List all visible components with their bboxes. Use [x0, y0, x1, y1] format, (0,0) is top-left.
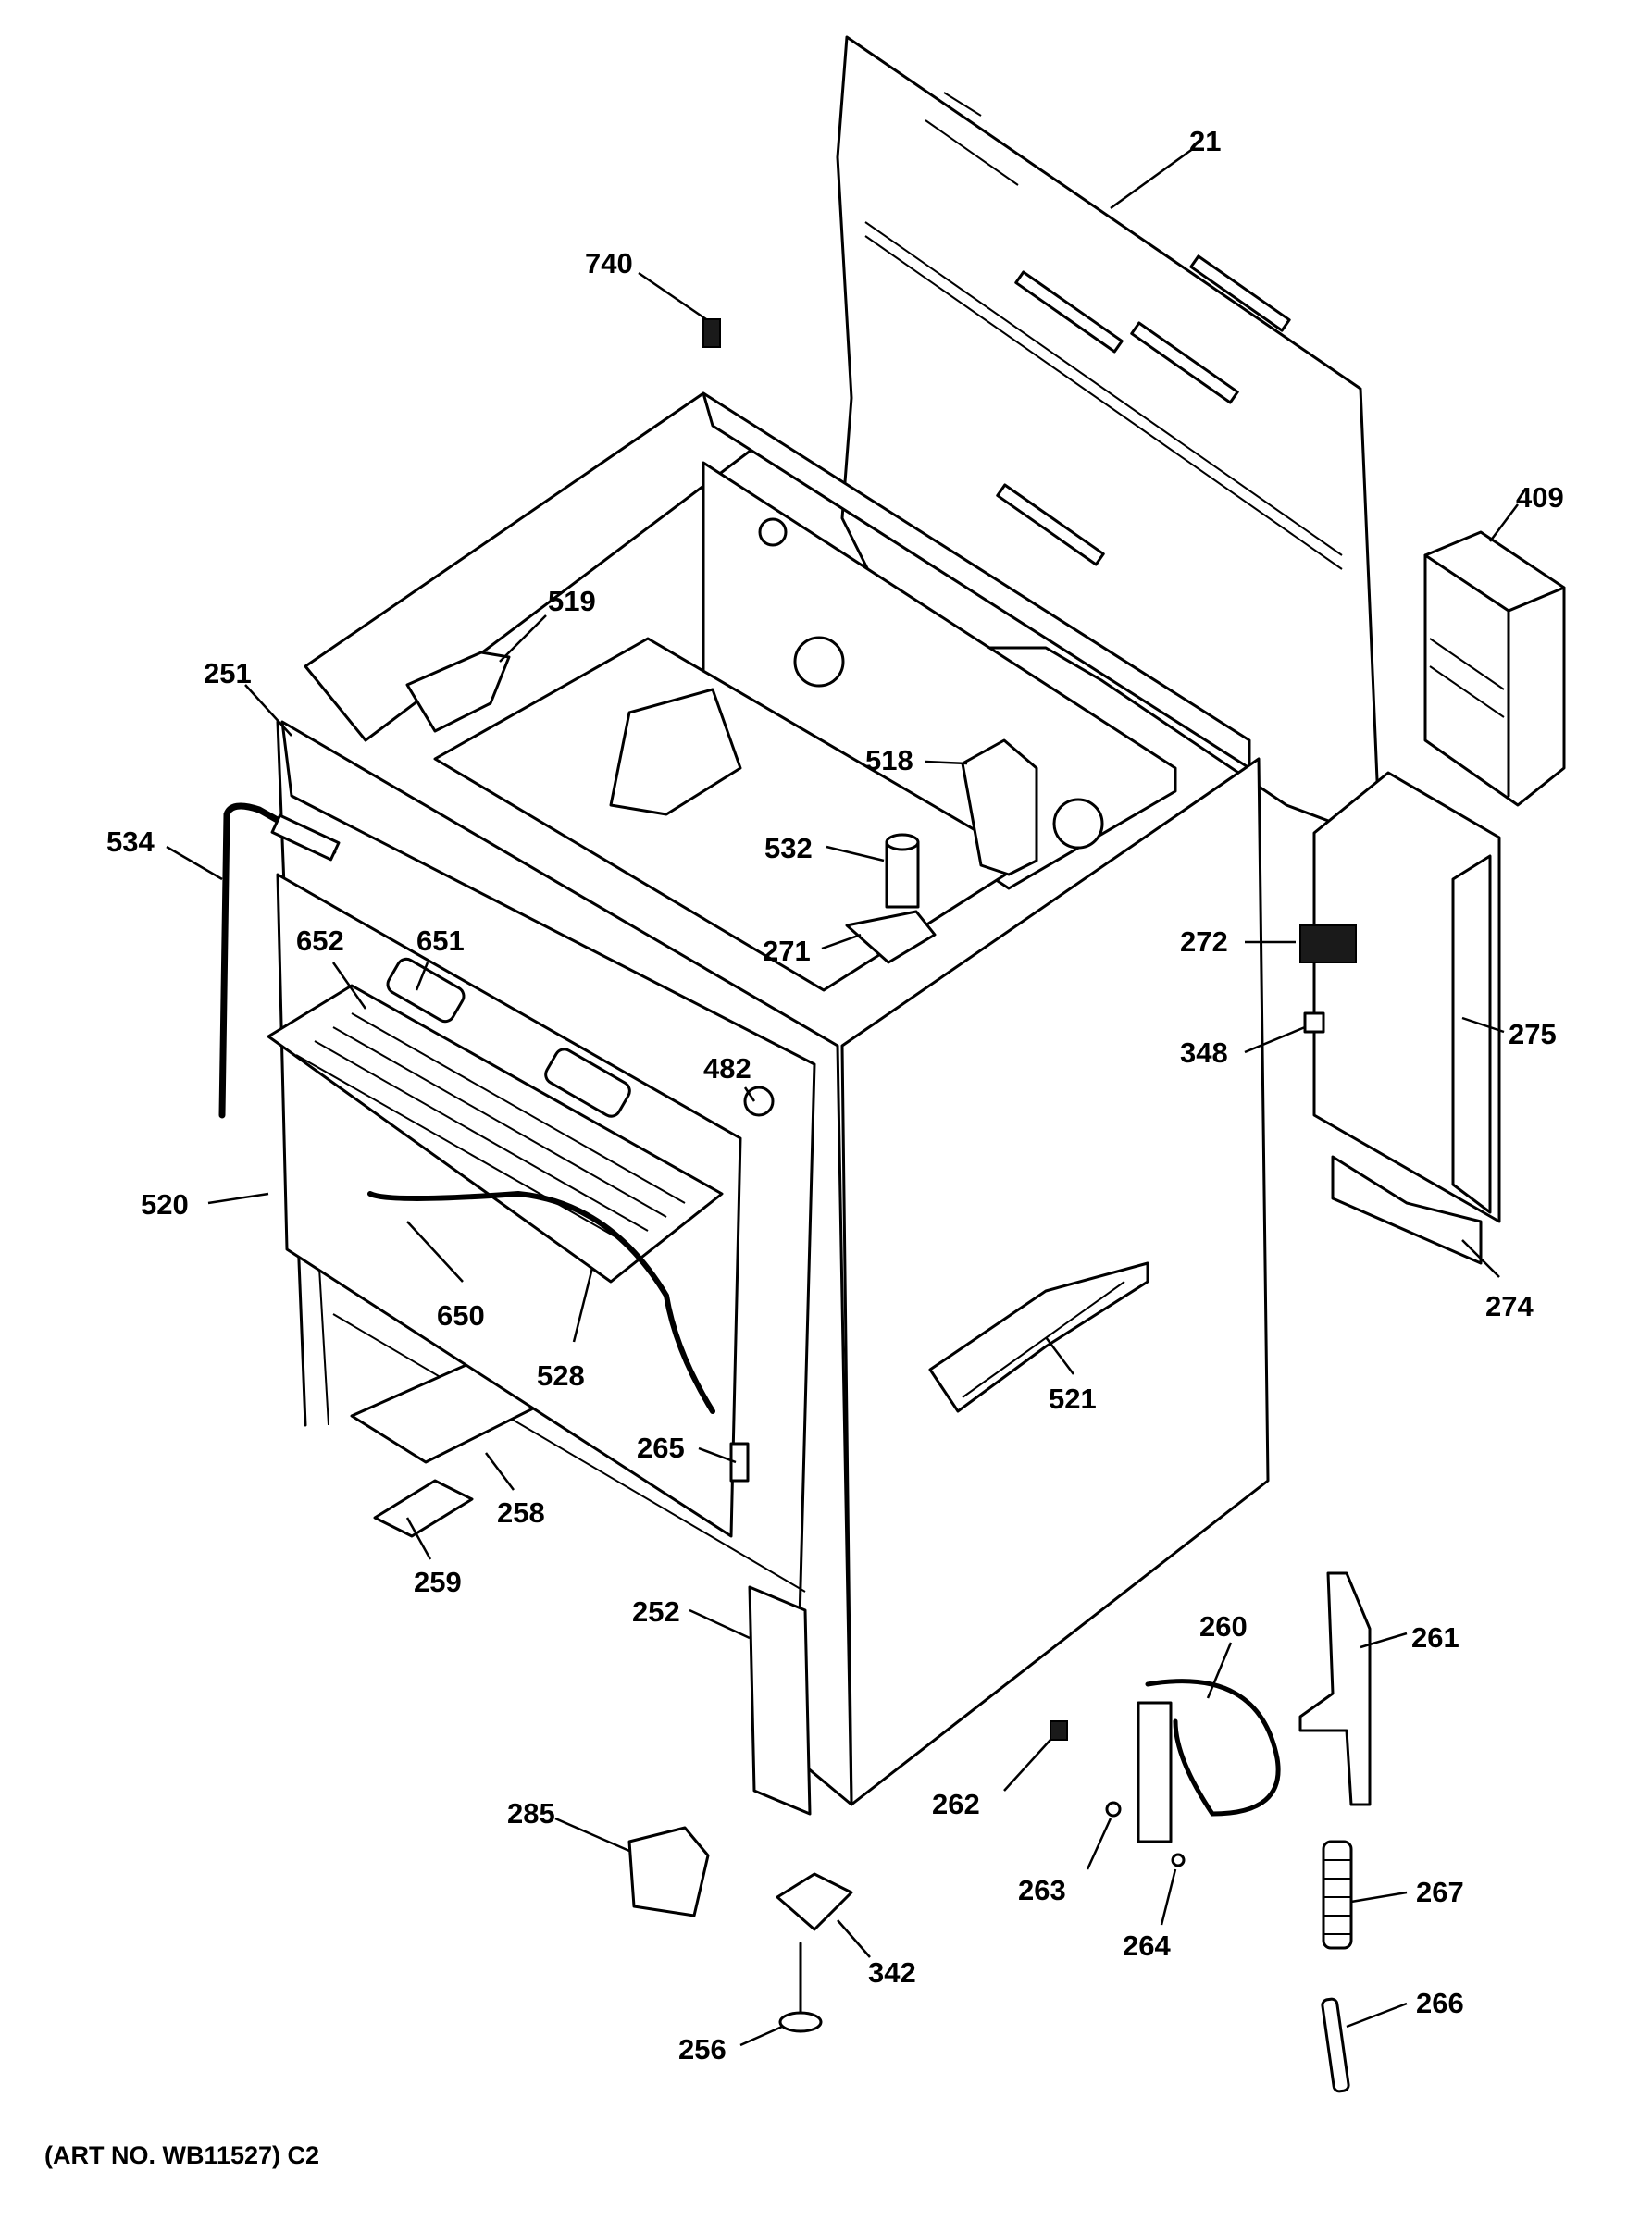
label-518: 518: [865, 744, 913, 776]
label-264: 264: [1123, 1929, 1171, 1962]
oven-rack-assembly: [267, 873, 742, 1538]
label-348: 348: [1180, 1036, 1228, 1069]
label-261: 261: [1411, 1621, 1459, 1654]
label-409: 409: [1516, 481, 1564, 514]
label-272: 272: [1180, 925, 1228, 958]
label-528: 528: [537, 1359, 585, 1392]
label-274: 274: [1485, 1290, 1534, 1322]
label-519: 519: [548, 585, 596, 617]
insulation: [405, 651, 1038, 876]
label-258: 258: [497, 1496, 545, 1529]
label-521: 521: [1049, 1383, 1097, 1415]
label-21: 21: [1189, 125, 1221, 157]
label-342: 342: [868, 1956, 916, 1989]
label-532: 532: [764, 832, 813, 864]
part-labels: 21 740 409 519 251 518 534 532 652 651 2…: [106, 125, 1564, 2066]
lower-parts: [373, 1442, 1372, 2093]
label-740: 740: [585, 247, 633, 279]
label-263: 263: [1018, 1874, 1066, 1906]
back-panel-21: [836, 35, 1381, 835]
label-267: 267: [1416, 1876, 1464, 1908]
label-651: 651: [416, 924, 465, 957]
label-520: 520: [141, 1188, 189, 1221]
control-box-409: [1423, 530, 1566, 807]
door-gasket-534: [218, 802, 341, 1119]
leader-lines: [166, 146, 1519, 2047]
label-534: 534: [106, 825, 155, 858]
label-285: 285: [507, 1797, 555, 1830]
label-482: 482: [703, 1052, 751, 1085]
label-275: 275: [1509, 1018, 1557, 1050]
sensor-parts: [702, 318, 937, 1117]
label-271: 271: [763, 935, 811, 967]
label-265: 265: [637, 1432, 685, 1464]
label-259: 259: [414, 1566, 462, 1598]
oven-body: [276, 391, 1270, 1806]
label-650: 650: [437, 1299, 485, 1332]
label-252: 252: [632, 1595, 680, 1628]
art-number-caption: (ART NO. WB11527) C2: [44, 2141, 319, 2169]
side-bracket: [1299, 771, 1501, 1265]
label-251: 251: [204, 657, 252, 689]
label-256: 256: [678, 2033, 727, 2066]
label-266: 266: [1416, 1987, 1464, 2019]
label-652: 652: [296, 924, 344, 957]
label-262: 262: [932, 1788, 980, 1820]
label-260: 260: [1199, 1610, 1248, 1643]
